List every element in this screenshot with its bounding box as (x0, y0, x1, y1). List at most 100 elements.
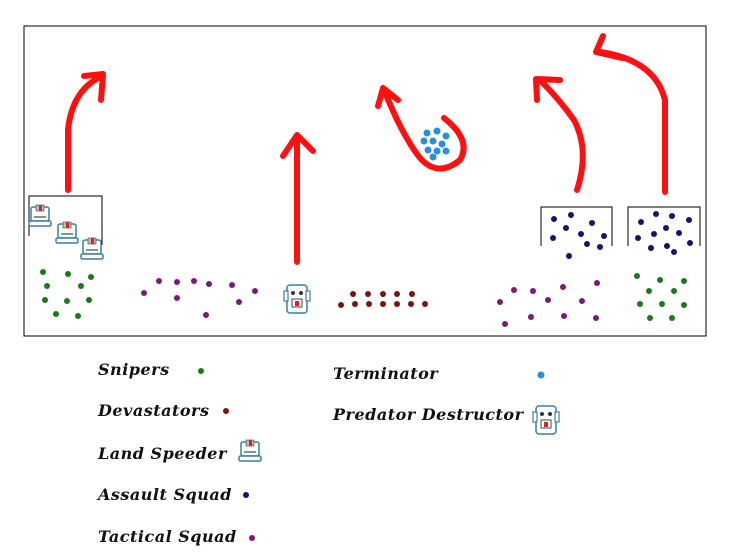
assault-marine-token (635, 235, 641, 241)
assault-marine-token (601, 233, 607, 239)
assault-marine-token (671, 249, 677, 255)
devastator-token (394, 291, 400, 297)
sniper-token (669, 315, 675, 321)
assault-marine-token (584, 241, 590, 247)
assault-marine-token (676, 230, 682, 236)
land-speeder-zone (28, 195, 103, 245)
terminator-token (442, 132, 450, 140)
assault-marine-token (663, 225, 669, 231)
assault-marine-token (551, 216, 557, 222)
legend-marker-devastators (223, 408, 229, 414)
devastator-token (366, 301, 372, 307)
tactical-marine-token (545, 297, 551, 303)
sniper-token (671, 288, 677, 294)
tactical-marine-token (252, 288, 258, 294)
tactical-marine-token (594, 280, 600, 286)
legend-label-terminator: Terminator (333, 364, 439, 383)
battlefield-border (23, 25, 707, 337)
legend-label-tactical-squad: Tactical Squad (98, 527, 237, 546)
sniper-token (40, 269, 46, 275)
sniper-token (647, 315, 653, 321)
sniper-token (634, 273, 640, 279)
terminator-token (433, 127, 441, 135)
assault-marine-token (687, 240, 693, 246)
land-speeder-icon (238, 439, 262, 462)
tactical-marine-token (141, 290, 147, 296)
devastator-token (380, 301, 386, 307)
arrow-terminators (375, 85, 467, 172)
arrow-land-speeders (65, 71, 106, 193)
devastator-token (422, 301, 428, 307)
tactical-marine-token (497, 299, 503, 305)
terminator-token (420, 137, 428, 145)
assault-marine-token (651, 231, 657, 237)
legend-marker-terminator (537, 371, 545, 379)
terminator-token (438, 140, 446, 148)
assault-squad-zone-right (627, 206, 701, 246)
assault-marine-token (568, 212, 574, 218)
tactical-marine-token (530, 288, 536, 294)
sniper-token (78, 283, 84, 289)
devastator-token (394, 301, 400, 307)
assault-marine-token (664, 243, 670, 249)
unit-tokens (28, 127, 693, 327)
tactical-marine-token (561, 313, 567, 319)
legend-marker-assault-squad (243, 492, 249, 498)
tactical-marine-token (229, 282, 235, 288)
assault-squad-zone-left (540, 206, 613, 246)
terminator-token (423, 129, 431, 137)
tactical-marine-token (528, 314, 534, 320)
sniper-token (681, 278, 687, 284)
assault-marine-token (653, 211, 659, 217)
tactical-marine-token (203, 312, 209, 318)
arrow-assault-right (593, 33, 668, 195)
arrow-predator (280, 132, 316, 265)
legend-label-predator-destructor: Predator Destructor (332, 405, 525, 424)
tactical-marine-token (156, 278, 162, 284)
sniper-token (637, 301, 643, 307)
legend-marker-tactical-squad (249, 535, 255, 541)
assault-marine-token (589, 220, 595, 226)
devastator-token (352, 301, 358, 307)
sniper-token (681, 302, 687, 308)
terminator-token (429, 153, 437, 161)
assault-marine-token (638, 219, 644, 225)
assault-marine-token (550, 235, 556, 241)
tactical-marine-token (511, 287, 517, 293)
land-speeder-icon (28, 204, 52, 227)
sniper-token (65, 271, 71, 277)
land-speeder-icon (55, 221, 79, 244)
devastator-token (380, 291, 386, 297)
sniper-token (657, 277, 663, 283)
sniper-token (88, 274, 94, 280)
assault-marine-token (566, 253, 572, 259)
tactical-marine-token (560, 284, 566, 290)
devastator-token (365, 291, 371, 297)
arrow-assault-left (533, 76, 586, 193)
sniper-token (44, 283, 50, 289)
terminator-token (424, 146, 432, 154)
sniper-token (86, 297, 92, 303)
tactical-marine-token (174, 295, 180, 301)
predator-tank-icon (532, 405, 560, 435)
sniper-token (42, 297, 48, 303)
legend-label-land-speeder: Land Speeder (97, 444, 228, 463)
legend: Snipers Devastators Land Speeder Assault… (96, 360, 560, 546)
sniper-token (64, 298, 70, 304)
tactical-marine-token (579, 298, 585, 304)
tactical-marine-token (593, 315, 599, 321)
tactical-marine-token (206, 281, 212, 287)
legend-label-devastators: Devastators (97, 401, 209, 420)
devastator-token (338, 302, 344, 308)
assault-marine-token (597, 244, 603, 250)
sniper-token (53, 311, 59, 317)
devastator-token (408, 301, 414, 307)
tactical-marine-token (236, 299, 242, 305)
movement-arrows (65, 33, 668, 265)
legend-label-snipers: Snipers (98, 360, 170, 379)
terminator-token (429, 137, 437, 145)
sniper-token (659, 301, 665, 307)
assault-marine-token (686, 217, 692, 223)
terminator-token (442, 147, 450, 155)
